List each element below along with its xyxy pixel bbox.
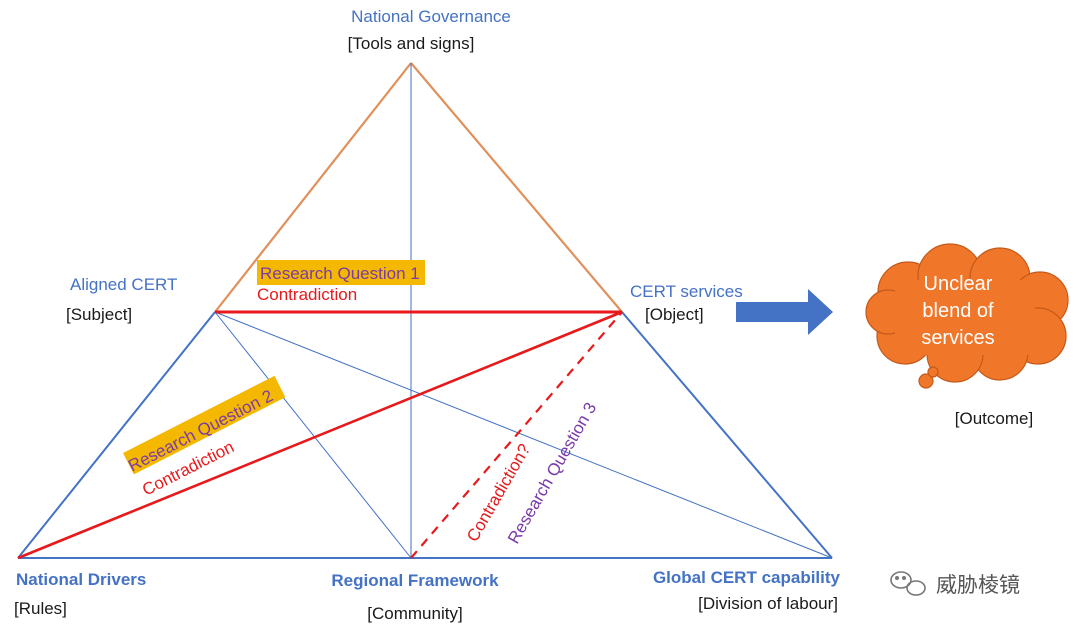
edge-top-right bbox=[410, 62, 623, 313]
bottom-center-node-role: [Community] bbox=[367, 604, 462, 623]
line-subject-community bbox=[214, 311, 412, 559]
rq2-contradiction-line bbox=[17, 310, 623, 560]
rq1-label: Research Question 1 bbox=[260, 264, 420, 283]
left-node-role: [Subject] bbox=[66, 305, 132, 324]
top-node-title: National Governance bbox=[351, 7, 511, 26]
line-subject-division bbox=[214, 311, 833, 559]
outcome-cloud-line-3: services bbox=[921, 327, 994, 349]
rq2-highlight bbox=[123, 375, 286, 475]
arrow-to-outcome bbox=[736, 289, 833, 335]
watermark-logo-icon bbox=[890, 571, 926, 596]
bottom-center-node-title: Regional Framework bbox=[331, 571, 499, 590]
outcome-role: [Outcome] bbox=[955, 409, 1033, 428]
edge-left-bottom bbox=[17, 311, 216, 559]
outcome-cloud-line-2: blend of bbox=[922, 300, 994, 322]
rq1-highlight bbox=[257, 260, 425, 285]
right-node-role: [Object] bbox=[645, 305, 704, 324]
edge-right-bottom bbox=[621, 311, 833, 559]
watermark-text: 威胁棱镜 bbox=[936, 574, 1020, 597]
bottom-left-node-role: [Rules] bbox=[14, 599, 67, 618]
top-node-role: [Tools and signs] bbox=[348, 34, 475, 53]
outcome-cloud-line-1: Unclear bbox=[924, 273, 993, 295]
rq1-note: Contradiction bbox=[257, 285, 357, 304]
bottom-right-node-role: [Division of labour] bbox=[698, 594, 838, 613]
left-node-title: Aligned CERT bbox=[70, 275, 177, 294]
edge-top-left bbox=[214, 62, 412, 313]
right-node-title: CERT services bbox=[630, 282, 743, 301]
bottom-left-node-title: National Drivers bbox=[16, 570, 146, 589]
bottom-right-node-title: Global CERT capability bbox=[653, 568, 841, 587]
rq3-contradiction-line bbox=[410, 311, 623, 559]
